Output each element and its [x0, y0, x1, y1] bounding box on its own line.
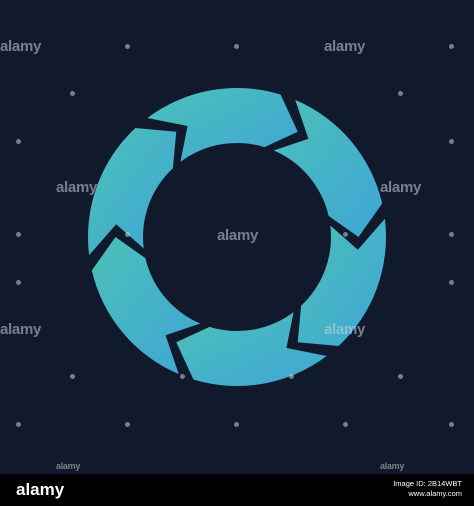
watermark-dot: [16, 280, 21, 285]
image-info: Image ID: 2B14WBT www.alamy.com: [393, 479, 462, 499]
watermark-dot: [449, 44, 454, 49]
watermark-text: alamy: [0, 38, 42, 55]
site-url-text: www.alamy.com: [408, 489, 462, 498]
watermark-dot: [234, 44, 239, 49]
cycle-arrow-segment: [87, 128, 177, 256]
watermark-dot: [449, 422, 454, 427]
watermark-dot: [234, 422, 239, 427]
watermark-dot: [449, 280, 454, 285]
watermark-dot: [449, 232, 454, 237]
watermark-text: alamy: [324, 321, 366, 338]
footer-bar: alamy Image ID: 2B14WBT www.alamy.com: [0, 474, 474, 506]
watermark-dot: [398, 91, 403, 96]
cycle-arrow-segment: [273, 99, 383, 237]
watermark-text: alamy: [0, 321, 42, 338]
watermark-dot: [70, 91, 75, 96]
watermark-dot: [343, 422, 348, 427]
watermark-dot: [449, 139, 454, 144]
watermark-dot: [343, 232, 348, 237]
watermark-text: alamy: [56, 461, 81, 471]
watermark-dot: [289, 374, 294, 379]
circular-cycle-arrows-icon: [87, 87, 387, 387]
cycle-arrow-segment: [147, 87, 298, 162]
watermark-dot: [16, 139, 21, 144]
watermark-dot: [16, 232, 21, 237]
watermark-text: alamy: [380, 179, 422, 196]
watermark-text: alamy: [217, 227, 259, 244]
watermark-dot: [125, 422, 130, 427]
watermark-dot: [16, 422, 21, 427]
watermark-text: alamy: [324, 38, 366, 55]
watermark-text: alamy: [56, 179, 98, 196]
cycle-arrow-segment: [297, 218, 387, 346]
watermark-dot: [125, 232, 130, 237]
watermark-dot: [125, 44, 130, 49]
watermark-dot: [180, 374, 185, 379]
footer-logo: alamy: [16, 480, 65, 499]
watermark-dot: [398, 374, 403, 379]
watermark-dot: [70, 374, 75, 379]
cycle-arrow-segment: [91, 237, 201, 375]
stock-image: alamy alamy alamy alamy alamy alamy alam…: [0, 38, 454, 471]
watermark-text: alamy: [380, 461, 405, 471]
cycle-arrow-segment: [176, 312, 327, 387]
image-id-text: Image ID: 2B14WBT: [393, 479, 462, 488]
